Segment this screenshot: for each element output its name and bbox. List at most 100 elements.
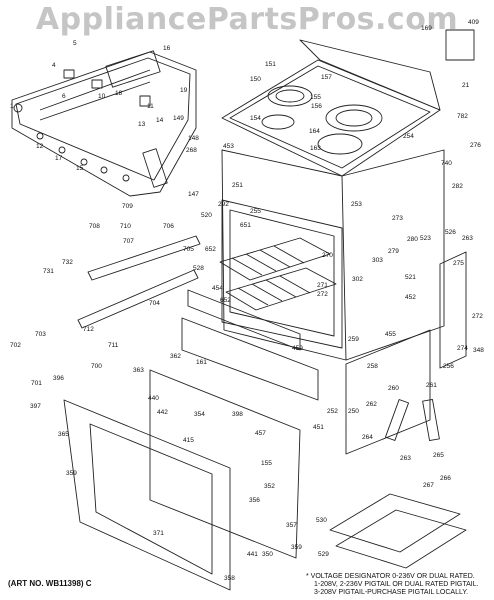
part-label-652: 652 (205, 246, 216, 253)
part-label-350: 350 (262, 551, 273, 558)
part-label-261: 261 (426, 382, 437, 389)
part-label-169: 169 (421, 25, 432, 32)
part-label-155: 155 (261, 460, 272, 467)
part-label-254: 254 (403, 133, 414, 140)
part-label-705: 705 (183, 246, 194, 253)
part-label-264: 264 (362, 434, 373, 441)
part-label-268: 268 (186, 147, 197, 154)
part-label-354: 354 (194, 411, 205, 418)
part-label-398: 398 (232, 411, 243, 418)
part-label-782: 782 (457, 113, 468, 120)
part-label-274: 274 (457, 345, 468, 352)
part-label-731: 731 (43, 268, 54, 275)
part-label-280: 280 (407, 236, 418, 243)
side-hardware (77, 29, 475, 455)
part-label-371: 371 (153, 530, 164, 537)
part-label-18: 18 (115, 90, 123, 97)
part-label-440: 440 (148, 395, 159, 402)
part-label-263: 263 (462, 235, 473, 242)
part-label-732: 732 (62, 259, 73, 266)
part-label-356: 356 (249, 497, 260, 504)
part-label-409: 409 (468, 19, 479, 26)
part-label-710: 710 (120, 223, 131, 230)
part-label-700: 700 (91, 363, 102, 370)
part-label-358: 358 (224, 575, 235, 582)
part-label-457: 457 (255, 430, 266, 437)
part-label-13: 13 (138, 121, 146, 128)
oven-racks (219, 237, 337, 311)
part-label-251: 251 (232, 182, 243, 189)
part-label-459: 459 (292, 345, 303, 352)
part-label-272: 272 (317, 291, 328, 298)
part-label-10: 10 (98, 93, 106, 100)
part-label-415: 415 (183, 437, 194, 444)
part-label-275: 275 (453, 260, 464, 267)
part-label-276: 276 (470, 142, 481, 149)
part-label-252: 252 (327, 408, 338, 415)
oven-door (63, 289, 319, 591)
part-label-154: 154 (250, 115, 261, 122)
part-label-15: 15 (76, 165, 84, 172)
part-label-359: 359 (291, 544, 302, 551)
part-label-266: 266 (440, 475, 451, 482)
part-label-442: 442 (157, 409, 168, 416)
part-label-151: 151 (265, 61, 276, 68)
part-label-259: 259 (348, 336, 359, 343)
part-label-397: 397 (30, 403, 41, 410)
part-label-262: 262 (366, 401, 377, 408)
part-label-253: 253 (351, 201, 362, 208)
part-label-163: 163 (310, 145, 321, 152)
part-label-156: 156 (311, 103, 322, 110)
part-label-265: 265 (433, 452, 444, 459)
part-label-19: 19 (180, 87, 188, 94)
part-label-703: 703 (35, 331, 46, 338)
part-label-148: 148 (188, 135, 199, 142)
part-label-292: 292 (218, 201, 229, 208)
part-label-250: 250 (348, 408, 359, 415)
part-label-258: 258 (367, 363, 378, 370)
part-label-255: 255 (250, 208, 261, 215)
part-label-11: 11 (147, 103, 154, 110)
part-label-396: 396 (53, 375, 64, 382)
part-label-155: 155 (310, 94, 321, 101)
part-label-357: 357 (286, 522, 297, 529)
footnote-voltage: * VOLTAGE DESIGNATOR 0-236V OR DUAL RATE… (306, 573, 475, 580)
part-label-14: 14 (156, 117, 164, 124)
part-label-528: 528 (193, 265, 204, 272)
part-label-149: 149 (173, 115, 184, 122)
control-panel (11, 50, 197, 197)
footnote-pigtail: 1-208V, 2-236V PIGTAIL OR DUAL RATED PIG… (314, 581, 479, 588)
part-label-1: 1 (10, 103, 14, 110)
part-label-267: 267 (423, 482, 434, 489)
part-label-282: 282 (452, 183, 463, 190)
part-label-521: 521 (405, 274, 416, 281)
part-label-452: 452 (405, 294, 416, 301)
part-label-454: 454 (212, 285, 223, 292)
part-label-256: 256 (443, 363, 454, 370)
part-label-520: 520 (201, 212, 212, 219)
part-label-365: 365 (58, 431, 69, 438)
part-label-704: 704 (149, 300, 160, 307)
part-label-303: 303 (372, 257, 383, 264)
part-label-157: 157 (321, 74, 332, 81)
part-label-709: 709 (122, 203, 133, 210)
art-number: (ART NO. WB11398) C (8, 579, 92, 588)
part-label-260: 260 (388, 385, 399, 392)
part-label-708: 708 (89, 223, 100, 230)
part-label-441: 441 (247, 551, 258, 558)
part-label-16: 16 (163, 45, 171, 52)
part-label-740: 740 (441, 160, 452, 167)
part-label-273: 273 (392, 215, 403, 222)
part-label-263: 263 (400, 455, 411, 462)
part-label-279: 279 (388, 248, 399, 255)
oven-body (221, 149, 445, 361)
part-label-453: 453 (223, 143, 234, 150)
part-label-652: 652 (220, 297, 231, 304)
part-label-302: 302 (352, 276, 363, 283)
part-label-352: 352 (264, 483, 275, 490)
part-label-712: 712 (83, 326, 94, 333)
cooktop (221, 39, 441, 177)
part-label-12: 12 (36, 143, 44, 150)
